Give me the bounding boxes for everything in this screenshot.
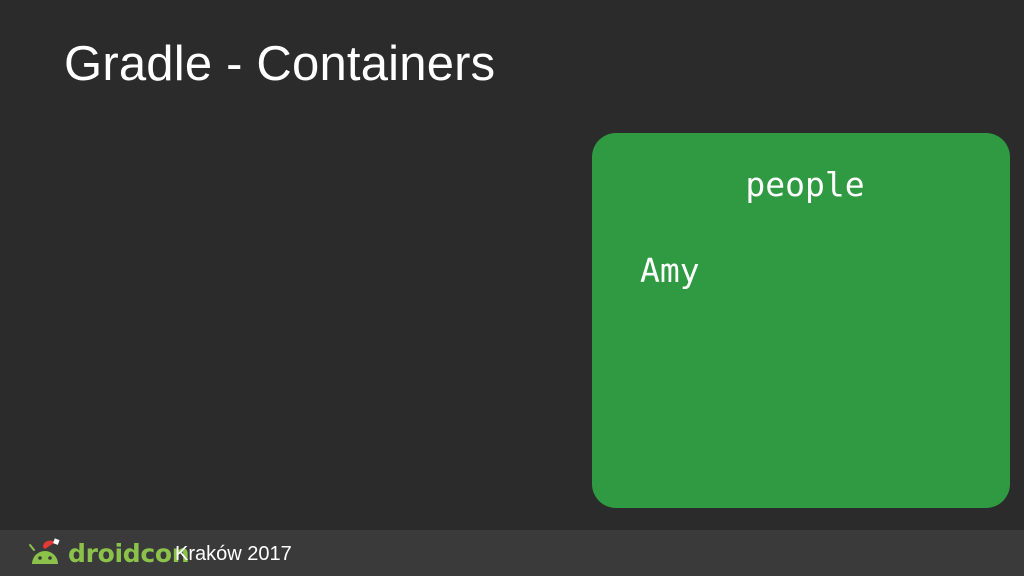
- slide-title: Gradle - Containers: [64, 37, 496, 91]
- footer-bar: droidcon Kraków 2017: [0, 530, 1024, 576]
- event-name: Kraków 2017: [175, 543, 292, 565]
- people-container: people Amy: [592, 133, 1010, 508]
- container-item: Amy: [640, 251, 700, 290]
- container-name: people: [745, 165, 865, 204]
- droidcon-android-logo-icon: [29, 538, 60, 564]
- brand-name: droidcon: [68, 539, 190, 568]
